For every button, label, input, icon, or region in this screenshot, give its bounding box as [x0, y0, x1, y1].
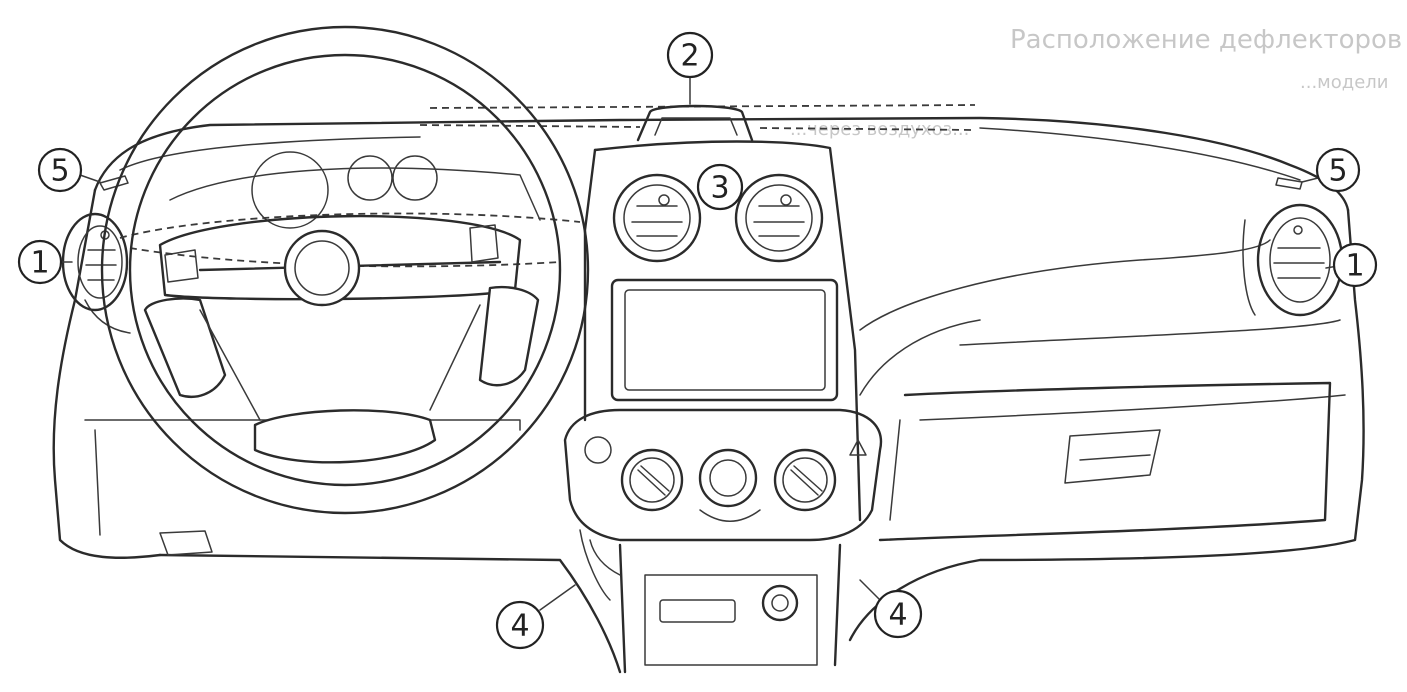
dashboard-body [52, 104, 1365, 674]
center-air-vent-right [734, 173, 824, 263]
bleed-through-text: Расположение дефлекторов ...модели ...че… [790, 25, 1402, 140]
callout-5-left-label: 5 [50, 154, 69, 189]
callout-2: 2 [666, 31, 714, 105]
center-air-vent-left [612, 173, 702, 263]
callout-4-right: 4 [859, 579, 923, 639]
callout-4-left-label: 4 [510, 609, 529, 644]
callout-5-right-label: 5 [1328, 154, 1347, 189]
callout-3: 3 [696, 163, 744, 211]
right-side-window-demister [1275, 177, 1303, 190]
callout-4-left: 4 [495, 584, 576, 650]
right-side-air-vent [1242, 203, 1344, 317]
callout-4-right-label: 4 [888, 598, 907, 633]
callout-5-left: 5 [37, 147, 101, 193]
instrument-cluster [119, 151, 581, 268]
callout-labels: 1 1 2 3 4 4 5 [17, 31, 1378, 650]
ghost-line-1: ...модели [1300, 72, 1388, 93]
callout-3-label: 3 [710, 171, 729, 206]
steering-wheel [100, 25, 590, 515]
climate-knob-left [620, 448, 684, 512]
climate-knob-right [773, 448, 837, 512]
callout-1-right-label: 1 [1345, 249, 1364, 284]
windshield-defroster [636, 104, 754, 142]
callout-1-right: 1 [1325, 242, 1378, 288]
callout-1-left-label: 1 [30, 246, 49, 281]
callout-2-label: 2 [680, 39, 699, 74]
callout-1-left: 1 [17, 239, 73, 285]
ghost-line-2: ...через воздухоз... [790, 119, 969, 140]
center-console [563, 140, 883, 674]
callout-5-right: 5 [1301, 147, 1361, 193]
ghost-heading: Расположение дефлекторов [1010, 25, 1402, 55]
left-side-window-demister [99, 175, 129, 191]
